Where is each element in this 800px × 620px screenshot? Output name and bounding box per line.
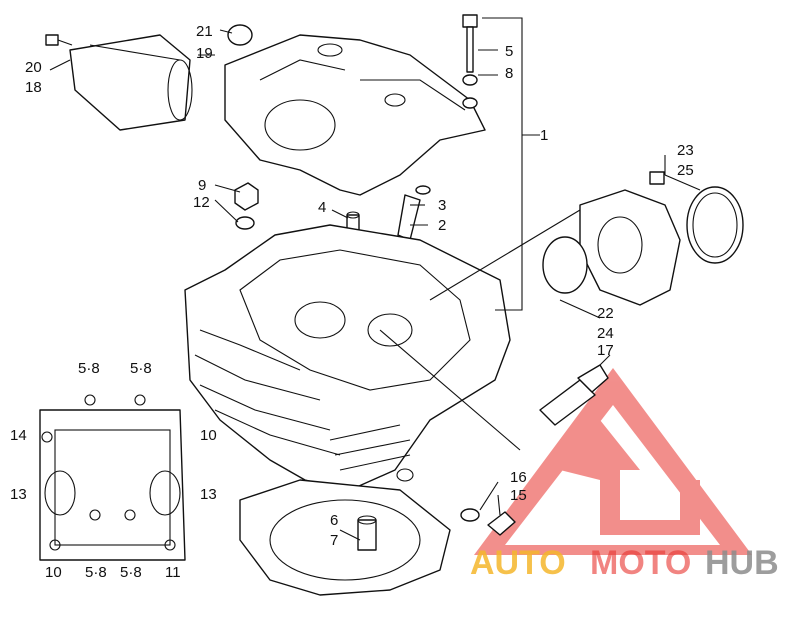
valve-cover [224, 34, 486, 196]
callout-15: 15 [510, 487, 527, 504]
watermark-moto: MOTO [590, 544, 691, 582]
callout-19: 19 [196, 45, 213, 62]
callout-labels: 1 2 3 4 5 8 9 12 21 19 20 18 23 25 22 24… [10, 23, 694, 581]
callout-17: 17 [597, 342, 614, 359]
bolt-18-20 [45, 34, 73, 46]
grommet [227, 24, 253, 46]
tensioner-guide [397, 185, 431, 241]
callout-5-8-c: 5·8 [85, 564, 107, 581]
callout-18: 18 [25, 79, 42, 96]
leader-lines [49, 17, 701, 541]
spark-plug [539, 364, 609, 426]
callout-11: 11 [165, 564, 181, 581]
callout-5: 5 [505, 43, 513, 60]
drain-plug [460, 508, 516, 536]
callout-4: 4 [318, 199, 326, 216]
callout-23: 23 [677, 142, 694, 159]
callout-20: 20 [25, 59, 42, 76]
callout-22: 22 [597, 305, 614, 322]
callout-13-a: 13 [10, 486, 27, 503]
callout-9: 9 [198, 177, 206, 194]
callout-13-b: 13 [200, 486, 217, 503]
callout-6: 6 [330, 512, 338, 529]
bolt-5-8 [462, 14, 478, 109]
watermark-auto: AUTO [470, 544, 566, 582]
callout-3: 3 [438, 197, 446, 214]
callout-25: 25 [677, 162, 694, 179]
callout-7: 7 [330, 532, 338, 549]
callout-24: 24 [597, 325, 614, 342]
callout-5-8-a: 5·8 [78, 360, 100, 377]
callout-5-8-b: 5·8 [130, 360, 152, 377]
callout-1: 1 [540, 127, 548, 144]
hose-clamp [649, 171, 744, 264]
cylinder-head [184, 224, 511, 491]
breather-element [69, 34, 193, 131]
watermark-text: AUTO MOTO HUB [470, 544, 779, 582]
gasket-side-view [39, 394, 186, 561]
nut-9-12 [234, 182, 259, 230]
callout-10-a: 10 [200, 427, 217, 444]
callout-16: 16 [510, 469, 527, 486]
callout-21: 21 [196, 23, 213, 40]
callout-5-8-d: 5·8 [120, 564, 142, 581]
head-gasket [239, 479, 451, 596]
intake-boot [542, 189, 681, 306]
callout-12: 12 [193, 194, 210, 211]
callout-10-b: 10 [45, 564, 62, 581]
watermark-logo [474, 368, 752, 555]
callout-14: 14 [10, 427, 27, 444]
callout-8: 8 [505, 65, 513, 82]
watermark-hub: HUB [705, 544, 779, 582]
callout-2: 2 [438, 217, 446, 234]
